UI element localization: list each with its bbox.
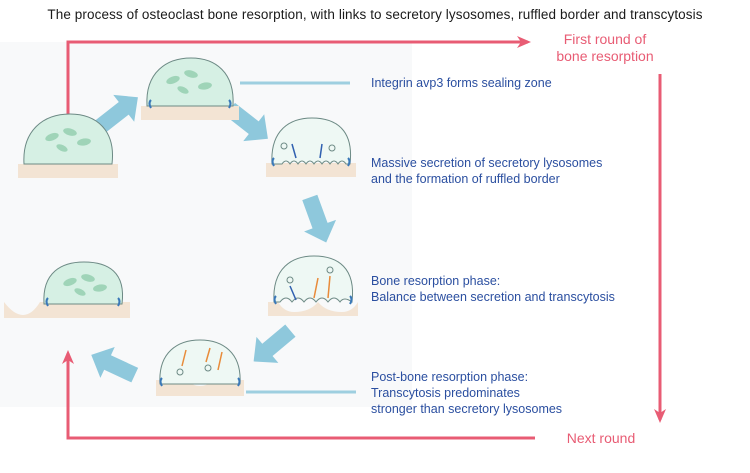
step-note-post-resorption: Post-bone resorption phase: Transcytosis… (371, 369, 562, 417)
cell-body (43, 261, 124, 305)
integrin-icon (228, 99, 232, 109)
first-round-label-line1: First round of (563, 31, 647, 47)
step-note-line: and the formation of ruffled border (371, 172, 560, 186)
secretion-arrow (291, 143, 297, 159)
next-round-label: Next round (566, 430, 636, 446)
integrin-icon (349, 295, 353, 305)
flow-arrow-5 (91, 347, 139, 383)
integrin-icon (347, 157, 351, 167)
bone-surface (266, 163, 356, 177)
nucleus-icon (74, 288, 86, 296)
nucleus-icon (198, 82, 212, 90)
cycle-line-bottom (62, 350, 535, 440)
step-note-line: stronger than secretory lysosomes (371, 402, 563, 416)
integrin-icon (271, 157, 275, 167)
integrin-icon (237, 377, 241, 387)
nucleus-icon (177, 86, 189, 94)
step-note-secretion: Massive secretion of secretory lysosomes… (371, 155, 602, 187)
integrin-icon (273, 295, 277, 305)
integrin-icon (117, 297, 121, 307)
secretion-arrow (319, 143, 323, 159)
cell-body (23, 113, 113, 165)
osteoclast-post-resorption (156, 339, 244, 396)
flow-arrow-4 (253, 324, 296, 363)
integrin-icon (45, 297, 49, 307)
nucleus-icon (166, 75, 180, 85)
step-note-line: Bone resorption phase: (371, 274, 501, 288)
step-note-sealing-zone: Integrin avp3 forms sealing zone (371, 75, 552, 91)
step-note-line: Post-bone resorption phase: (371, 370, 529, 384)
transcytosis-arrow (205, 347, 211, 363)
flow-arrow-1 (95, 94, 138, 134)
flow-arrows (91, 94, 337, 383)
step-note-line: Transcytosis predominates (371, 386, 520, 400)
transcytosis-arrow (217, 351, 223, 371)
step-note-line: Massive secretion of secretory lysosomes (371, 156, 603, 170)
bone-surface (18, 164, 118, 178)
osteoclast-resting (18, 113, 118, 178)
bone-surface (4, 302, 130, 318)
osteoclast-next-round (4, 261, 130, 318)
integrin-icon (159, 377, 163, 387)
transcytosis-arrow (181, 349, 187, 367)
step-note-resorption: Bone resorption phase: Balance between s… (371, 273, 615, 305)
osteoclast-sealing-zone (141, 57, 239, 120)
nucleus-icon (56, 144, 68, 152)
diagram-title: The process of osteoclast bone resorptio… (47, 7, 703, 22)
nucleus-icon (81, 274, 95, 282)
transcytosis-arrow (327, 275, 331, 299)
bone-surface (268, 302, 358, 316)
cycle-line-top (66, 36, 531, 140)
nucleus-icon (63, 128, 77, 136)
flow-arrow-3 (302, 194, 337, 243)
first-round-label-line2: bone resorption (556, 48, 654, 64)
nucleus-icon (77, 138, 91, 146)
nucleus-icon (184, 70, 198, 78)
integrin-icon (148, 99, 152, 109)
secretion-arrow (289, 285, 297, 301)
osteoclast-resorption (268, 255, 358, 316)
nucleus-icon (63, 277, 77, 287)
cell-body (273, 255, 354, 303)
step-note-line: Balance between secretion and transcytos… (371, 290, 615, 304)
nucleus-icon (93, 284, 107, 292)
bone-surface (141, 106, 239, 120)
nucleus-icon (45, 132, 59, 142)
cell-body (159, 339, 241, 385)
step-note-line: Integrin avp3 forms sealing zone (371, 76, 552, 90)
cell-body (271, 117, 352, 165)
cell-body (146, 57, 234, 107)
osteoclast-ruffled-border (266, 117, 356, 177)
transcytosis-arrow (313, 277, 319, 299)
first-round-label: First round of bone resorption (540, 31, 670, 65)
